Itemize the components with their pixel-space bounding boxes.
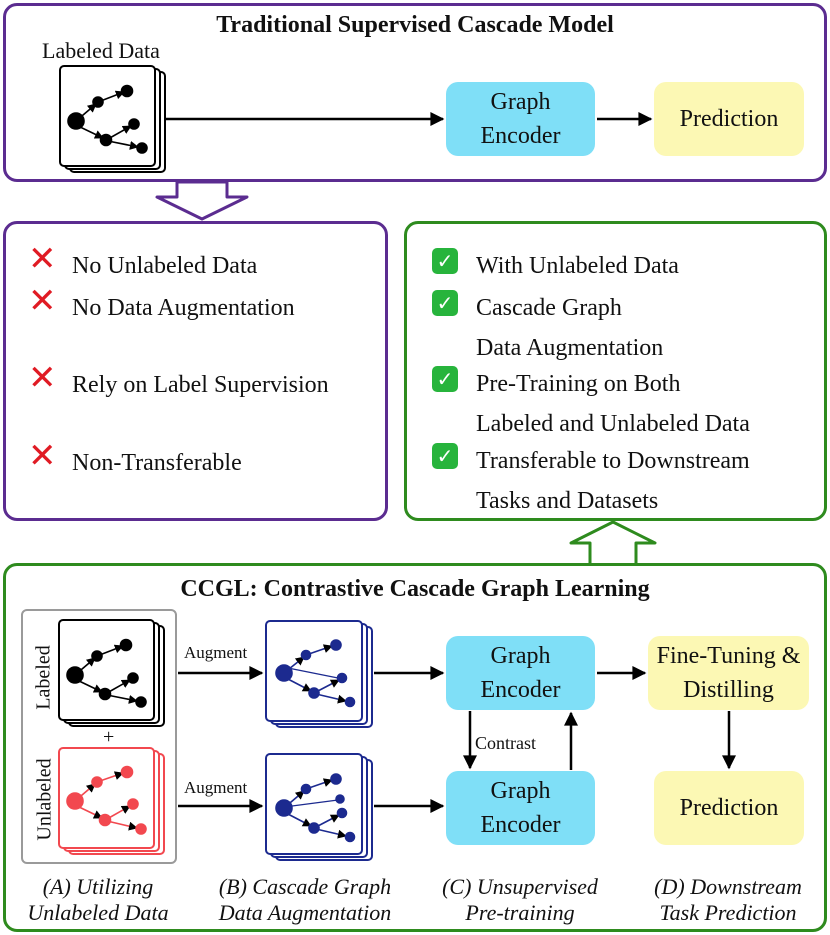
labeled-data-label: Labeled Data xyxy=(42,38,160,63)
augment-top-label: Augment xyxy=(184,643,248,662)
cons-item: ✕ No Data Augmentation xyxy=(28,281,295,321)
up-hollow-arrow xyxy=(569,520,657,563)
ccgl-graph-encoder-bottom-label: Graph Encoder xyxy=(480,778,561,838)
pros-panel xyxy=(404,221,827,521)
ccgl-prediction: Prediction xyxy=(654,771,804,845)
augment-bottom-label: Augment xyxy=(184,778,248,797)
cross-icon: ✕ xyxy=(28,358,57,398)
ccgl-title: CCGL: Contrastive Cascade Graph Learning xyxy=(180,576,650,602)
data-group-box xyxy=(21,609,177,864)
top-graph-encoder-label: Graph Encoder xyxy=(480,89,561,149)
check-icon: ✓ xyxy=(432,364,476,392)
check-icon: ✓ xyxy=(432,441,476,469)
pros-item: ✓ With Unlabeled Data xyxy=(432,246,679,286)
cons-item: ✕ No Unlabeled Data xyxy=(28,239,258,279)
check-icon: ✓ xyxy=(432,288,476,316)
top-panel-title: Traditional Supervised Cascade Model xyxy=(216,12,614,38)
top-graph-encoder: Graph Encoder xyxy=(446,82,595,156)
cross-icon: ✕ xyxy=(28,436,57,476)
cross-icon: ✕ xyxy=(28,281,57,321)
ccgl-prediction-label: Prediction xyxy=(679,795,779,821)
contrast-label: Contrast xyxy=(475,733,536,753)
ccgl-graph-encoder-top: Graph Encoder xyxy=(446,636,595,710)
cross-icon: ✕ xyxy=(28,239,57,279)
finetune-box: Fine-Tuning & Distilling xyxy=(648,636,809,710)
ccgl-graph-encoder-top-label: Graph Encoder xyxy=(480,643,561,703)
ccgl-unlabeled-graph-icon xyxy=(66,765,147,835)
check-icon: ✓ xyxy=(432,246,476,274)
cons-item: ✕ Rely on Label Supervision xyxy=(28,358,329,398)
cons-panel xyxy=(3,221,388,521)
top-prediction: Prediction xyxy=(654,82,804,156)
augmented-graph-icon-top xyxy=(275,639,356,708)
plus-sign: + xyxy=(103,726,115,748)
top-prediction-label: Prediction xyxy=(679,106,779,132)
ccgl-graph-encoder-bottom: Graph Encoder xyxy=(446,771,595,845)
down-hollow-arrow xyxy=(155,180,249,221)
top-graph-icon xyxy=(67,84,148,154)
augmented-graph-icon-bottom xyxy=(275,773,356,843)
finetune-label: Fine-Tuning & Distilling xyxy=(656,643,801,703)
ccgl-labeled-graph-icon xyxy=(66,638,147,708)
cons-item: ✕ Non-Transferable xyxy=(28,436,242,476)
